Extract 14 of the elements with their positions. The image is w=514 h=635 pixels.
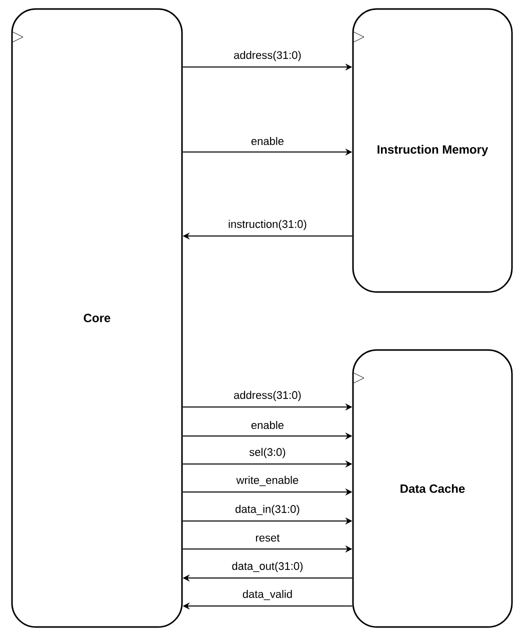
edge-label: data_out(31:0) xyxy=(232,562,303,572)
edge-label: write_enable xyxy=(236,476,298,486)
edge-label: address(31:0) xyxy=(234,50,301,62)
block-box: Core xyxy=(11,8,183,628)
block-box: Instruction Memory xyxy=(352,8,513,293)
edge-label: enable xyxy=(251,136,284,146)
edge-label: sel(3:0) xyxy=(249,448,286,458)
block-box: Data Cache xyxy=(352,349,513,628)
edge-label: data_valid xyxy=(242,590,292,600)
edge-label: reset xyxy=(256,534,280,542)
edge-label: instruction(31:0) xyxy=(228,220,306,230)
edge-label: enable xyxy=(251,420,284,430)
edge-label: address(31:0) xyxy=(234,390,301,402)
edge-label: data_in(31:0) xyxy=(236,504,300,516)
